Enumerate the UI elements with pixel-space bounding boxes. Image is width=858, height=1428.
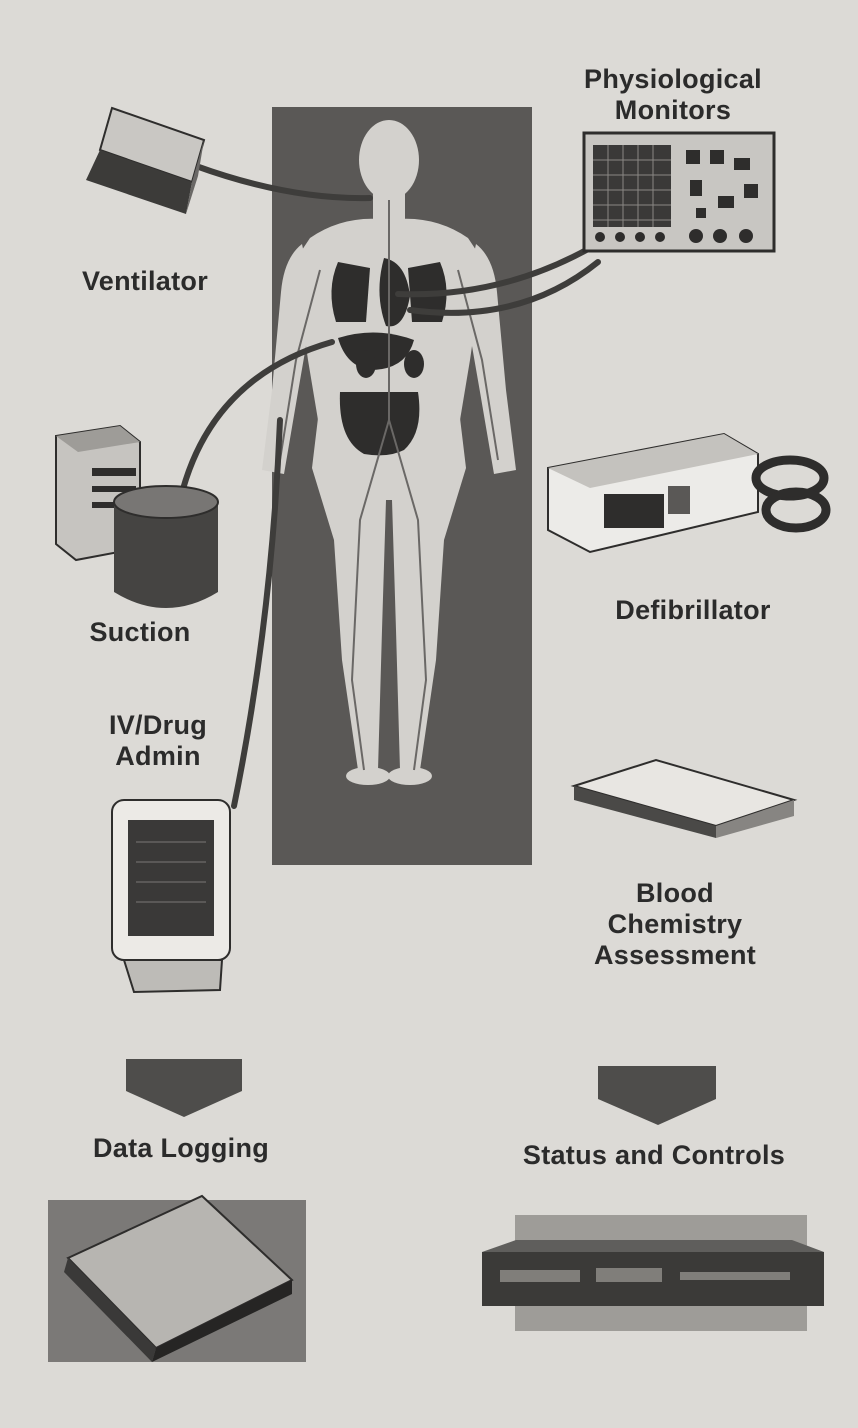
down-arrow-icon — [126, 1059, 716, 1125]
label-line: Physiological — [558, 64, 788, 95]
label-line: Monitors — [558, 95, 788, 126]
data-logger-icon — [48, 1196, 306, 1362]
label-line: Admin — [78, 741, 238, 772]
physiological-monitor-icon — [584, 133, 774, 251]
label-line: IV/Drug — [78, 710, 238, 741]
label-data-logging: Data Logging — [48, 1133, 314, 1164]
defibrillator-icon — [548, 434, 826, 552]
label-defibrillator: Defibrillator — [588, 595, 798, 626]
label-suction: Suction — [60, 617, 220, 648]
label-line: Chemistry — [570, 909, 780, 940]
label-blood-chemistry-assessment: Blood Chemistry Assessment — [570, 878, 780, 971]
iv-pump-terminal-icon — [112, 800, 230, 992]
status-control-panel-icon — [482, 1215, 824, 1331]
ventilator-device-icon — [86, 108, 204, 214]
label-line: Assessment — [570, 940, 780, 971]
label-ventilator: Ventilator — [50, 266, 240, 297]
label-physiological-monitors: Physiological Monitors — [558, 64, 788, 126]
blood-chemistry-analyzer-icon — [574, 760, 794, 838]
label-line: Blood — [570, 878, 780, 909]
label-status-and-controls: Status and Controls — [478, 1140, 830, 1171]
label-iv-drug-admin: IV/Drug Admin — [78, 710, 238, 772]
